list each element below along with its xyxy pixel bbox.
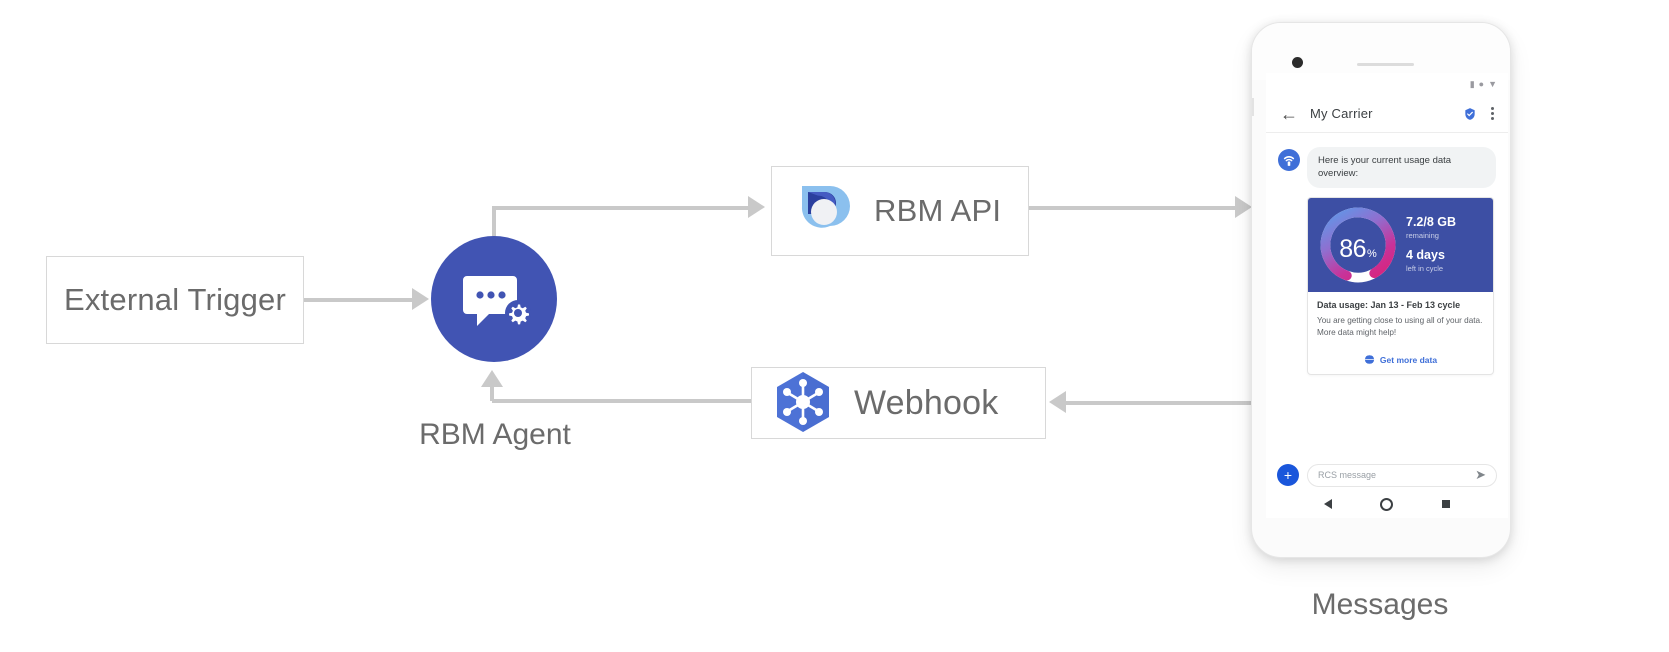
rich-card-body: Data usage: Jan 13 - Feb 13 cycle You ar… (1308, 292, 1493, 374)
stat-days-left: 4 days left in cycle (1406, 249, 1487, 273)
gauge-readout: 86 % (1314, 201, 1402, 289)
rich-card-media: 86 % 7.2/8 GB remaining 4 days le (1308, 197, 1493, 292)
carrier-signal-icon (1278, 149, 1300, 171)
arrowhead-rbmapi-to-phone (1235, 196, 1252, 218)
agent-message-row: Here is your current usage data overview… (1278, 147, 1496, 188)
plus-icon[interactable]: + (1277, 464, 1299, 486)
arrowhead-agent-to-rbmapi (748, 196, 765, 218)
stat-days-left-value: 4 days (1406, 248, 1445, 263)
get-more-data-label: Get more data (1379, 354, 1438, 365)
phone-side-button[interactable] (1252, 98, 1254, 116)
rbm-api-label: RBM API (874, 193, 1002, 228)
android-nav-bar (1266, 490, 1508, 518)
nav-back-icon[interactable] (1324, 499, 1333, 509)
phone-screen: ▮ ● ▼ ← My Carrier (1266, 73, 1508, 518)
data-usage-gauge: 86 % (1314, 201, 1402, 289)
app-bar: ← My Carrier (1266, 95, 1508, 132)
connector-agent-up-return (490, 386, 494, 401)
back-arrow-icon[interactable]: ← (1280, 103, 1298, 124)
battery-icon: ▼ (1488, 78, 1497, 89)
agent-message-bubble: Here is your current usage data overview… (1307, 147, 1496, 188)
rbm-agent-label: RBM Agent (419, 418, 571, 451)
arrowhead-trigger-to-agent (412, 288, 429, 310)
rcs-message-input[interactable]: RCS message ➤ (1307, 463, 1497, 487)
external-trigger-box[interactable]: External Trigger (46, 256, 304, 344)
get-more-data-button[interactable]: Get more data (1317, 347, 1484, 365)
rich-card-title: Data usage: Jan 13 - Feb 13 cycle (1317, 299, 1461, 310)
rich-card-description: You are getting close to using all of yo… (1317, 315, 1483, 337)
stat-days-left-label: left in cycle (1406, 264, 1444, 274)
wifi-icon: ● (1478, 78, 1485, 89)
rbm-api-logo-icon (801, 186, 850, 228)
phone-bezel-top (1252, 23, 1510, 80)
connector-phone-to-webhook (1066, 401, 1252, 405)
gauge-value: 86 (1339, 234, 1367, 263)
webhook-box[interactable]: Webhook (751, 367, 1046, 439)
send-icon[interactable]: ➤ (1475, 467, 1486, 482)
connector-webhook-to-agent (492, 399, 752, 403)
phone-caption: Messages (1311, 588, 1449, 621)
conversation-title: My Carrier (1310, 106, 1373, 121)
arrowhead-webhook-to-agent (481, 370, 503, 387)
conversation-area: Here is your current usage data overview… (1266, 132, 1508, 460)
globe-icon (1363, 355, 1375, 365)
connector-agent-up (492, 206, 496, 246)
verified-shield-icon (1465, 107, 1475, 120)
gauge-unit: % (1367, 247, 1377, 260)
rich-card[interactable]: 86 % 7.2/8 GB remaining 4 days le (1307, 196, 1494, 376)
status-bar: ▮ ● ▼ (1266, 73, 1508, 95)
stat-data-remaining: 7.2/8 GB remaining (1406, 216, 1487, 240)
overflow-menu-icon[interactable] (1489, 105, 1496, 122)
phone-earpiece (1357, 63, 1414, 66)
arrowhead-phone-to-webhook (1049, 391, 1066, 413)
rcs-message-placeholder: RCS message (1318, 470, 1377, 480)
phone-device: ▮ ● ▼ ← My Carrier (1251, 22, 1511, 558)
webhook-label: Webhook (854, 383, 999, 422)
stat-data-remaining-value: 7.2/8 GB (1406, 215, 1457, 230)
chat-gear-icon (463, 276, 531, 326)
phone-camera-icon (1292, 57, 1303, 68)
signal-icon: ▮ (1469, 78, 1475, 89)
nav-recents-icon[interactable] (1441, 500, 1450, 508)
stat-data-remaining-label: remaining (1406, 231, 1439, 241)
external-trigger-label: External Trigger (63, 282, 287, 317)
compose-bar: + RCS message ➤ (1266, 460, 1508, 490)
usage-stats: 7.2/8 GB remaining 4 days left in cycle (1402, 216, 1487, 273)
connector-rbmapi-to-phone (1029, 206, 1239, 210)
rbm-agent-node[interactable] (431, 236, 557, 362)
rbm-api-box[interactable]: RBM API (771, 166, 1029, 256)
connector-agent-to-rbmapi (492, 206, 752, 210)
connector-trigger-to-agent (304, 298, 416, 302)
webhook-hexagon-icon (777, 372, 829, 432)
nav-home-icon[interactable] (1380, 497, 1394, 511)
